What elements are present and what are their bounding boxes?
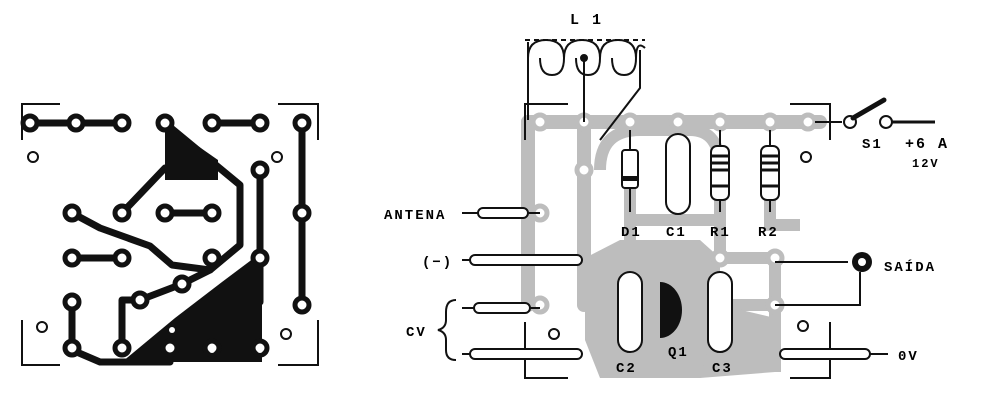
pcb-component-side: L 1 D1 C1 R1 R2 [384, 12, 949, 379]
solder-pads [20, 113, 312, 358]
corner-mark-tr [790, 103, 831, 140]
supply-alt-label: 12V [912, 157, 940, 171]
mounting-hole [27, 151, 39, 163]
resistor-r2-label: R2 [758, 225, 779, 241]
switch-s1 [815, 97, 935, 129]
drill-hole [209, 347, 215, 353]
mounting-hole [548, 328, 560, 340]
resistor-r1-label: R1 [710, 225, 731, 241]
pcb-copper-side [20, 103, 319, 366]
diode-d1-label: D1 [621, 225, 642, 241]
cv-wires [437, 299, 583, 361]
resistor-r2 [760, 130, 780, 212]
capacitor-c2-label: C2 [616, 361, 637, 377]
antenna-wire [462, 207, 540, 219]
corner-mark-tr [278, 103, 319, 140]
switch-s1-label: S1 [862, 137, 883, 153]
corner-mark-br [278, 320, 319, 366]
cv-label: CV [406, 325, 427, 341]
mounting-hole [800, 151, 812, 163]
corner-mark-br [790, 322, 831, 379]
inductor-l1 [525, 38, 646, 141]
antenna-label: ANTENA [384, 208, 446, 224]
supply-label: +6 A [905, 136, 949, 153]
corner-mark-bl [524, 322, 568, 379]
negative-label: (−) [422, 255, 453, 271]
transistor-q1-label: Q1 [668, 345, 689, 361]
corner-mark-bl [21, 320, 60, 366]
resistor-r1 [710, 130, 730, 212]
mounting-hole [36, 321, 48, 333]
ground-label: 0V [898, 349, 919, 365]
diode-d1 [621, 130, 639, 212]
copper-fill-bottom [122, 252, 262, 362]
capacitor-c3 [707, 271, 733, 353]
capacitor-c1-label: C1 [666, 225, 687, 241]
output-label: SAÍDA [884, 258, 936, 276]
copper-fill-top [165, 123, 218, 180]
mounting-hole [797, 320, 809, 332]
negative-wire [462, 254, 583, 266]
output-jack [775, 252, 872, 306]
drill-hole [169, 327, 175, 333]
capacitor-c2 [617, 271, 643, 353]
inductor-l1-label: L 1 [570, 12, 603, 29]
drill-hole [257, 347, 263, 353]
capacitor-c1 [665, 133, 691, 215]
corner-mark-tl [524, 103, 568, 140]
capacitor-c3-label: C3 [712, 361, 733, 377]
mounting-hole [271, 151, 283, 163]
ground-wire [779, 348, 888, 360]
transistor-q1 [660, 282, 682, 338]
mounting-hole [280, 328, 292, 340]
